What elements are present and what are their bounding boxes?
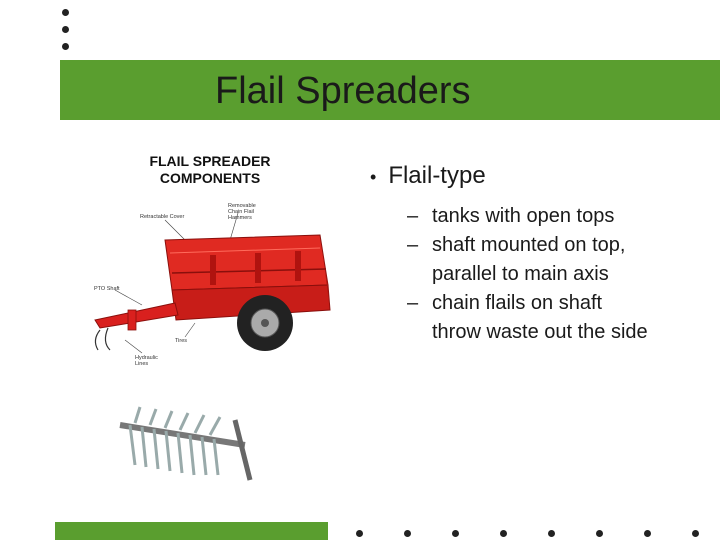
- wheel: [237, 295, 293, 351]
- label-pto-shaft: PTO Shaft: [94, 286, 120, 292]
- sub-bullet-text: chain flails on shaft throw waste out th…: [432, 292, 648, 343]
- hitch-tongue: [94, 302, 179, 351]
- sub-bullet: –tanks with open tops: [407, 202, 670, 231]
- decor-dot: [62, 26, 69, 33]
- decor-dot: [500, 530, 507, 537]
- label-chain-flail: Removable Chain Flail Hammers: [228, 203, 256, 221]
- sub-bullet-text: tanks with open tops: [432, 205, 615, 227]
- figure-heading: FLAIL SPREADER COMPONENTS: [149, 153, 271, 186]
- decor-dot: [452, 530, 459, 537]
- sub-bullet: –shaft mounted on top, parallel to main …: [407, 231, 670, 289]
- title-bar: [60, 60, 720, 120]
- sub-bullet-text: shaft mounted on top, parallel to main a…: [432, 234, 626, 285]
- decor-dot: [62, 9, 69, 16]
- slide-title: Flail Spreaders: [215, 70, 471, 112]
- decor-dot: [596, 530, 603, 537]
- bullet-list: • Flail-type –tanks with open tops –shaf…: [370, 162, 670, 347]
- decor-dot: [404, 530, 411, 537]
- flail-shaft: [119, 406, 253, 481]
- flail-spreader-figure: FLAIL SPREADER COMPONENTS: [80, 145, 340, 485]
- decor-dot: [692, 530, 699, 537]
- label-tires: Tires: [175, 338, 188, 344]
- decor-dot: [548, 530, 555, 537]
- label-hydraulic-lines: Hydraulic Lines: [135, 355, 158, 367]
- bottom-bar: [55, 522, 328, 540]
- bullet-main-text: Flail-type: [388, 162, 486, 189]
- decor-dot: [644, 530, 651, 537]
- sub-bullet: –chain flails on shaft throw waste out t…: [407, 289, 670, 347]
- spreader-illustration: [94, 212, 331, 481]
- decor-dot: [62, 43, 69, 50]
- label-retractable-cover: Retractable Cover: [140, 214, 185, 220]
- decor-dot: [356, 530, 363, 537]
- bullet-main: • Flail-type: [370, 162, 670, 192]
